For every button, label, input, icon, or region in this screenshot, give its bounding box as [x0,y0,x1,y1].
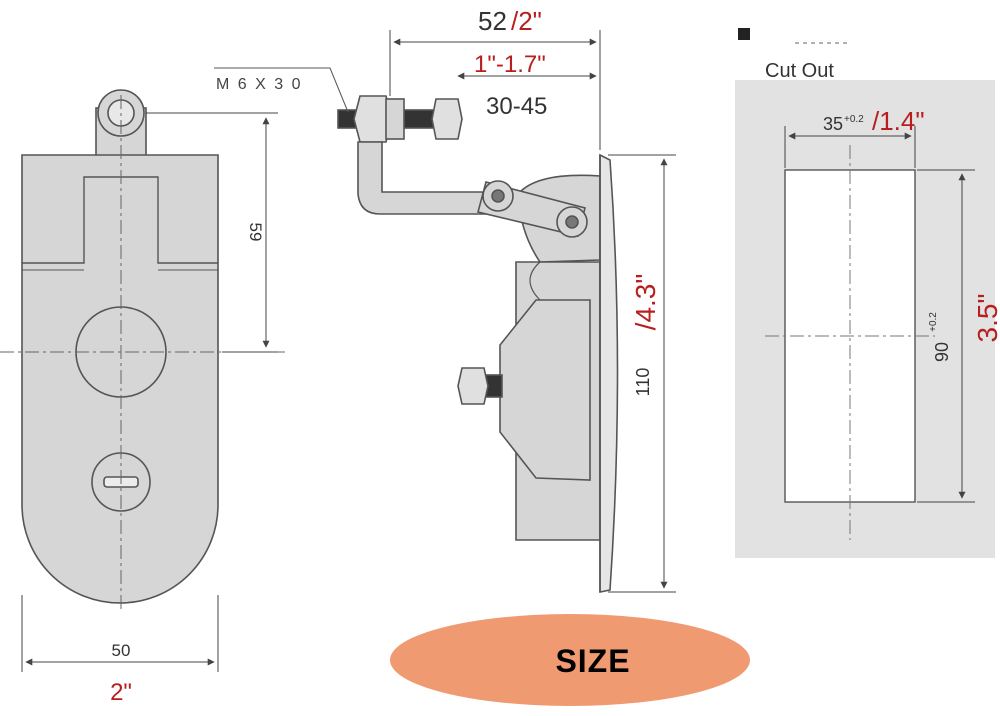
side-view [337,95,619,593]
l-bracket [357,141,501,215]
cutout-width-metric: 35 [823,114,843,134]
cutout-height-metric: 90 [932,342,952,362]
side-height-imperial: /4.3" [630,274,661,331]
bolt-size-label: M 6 X 3 0 [216,76,302,93]
side-height-metric: 110 [633,368,653,397]
cutout-width-imperial: /1.4" [872,106,925,136]
cutout-centerlines [765,145,935,540]
cutout-width-dimension [784,126,916,168]
front-width-dimension [21,595,219,672]
nut-block [385,98,405,140]
size-badge [390,614,750,706]
size-badge-label: SIZE [555,643,630,679]
pivot-lower-pin [565,215,579,229]
cutout-height-tolerance: +0.2 [928,312,939,332]
hex-nut-left [353,95,393,143]
side-depth-metric: 52 [478,6,507,36]
front-view [21,89,219,604]
cam-block [499,299,591,481]
side-adjust-metric: 30-45 [486,93,547,120]
cutout-height-imperial: 3.5" [972,294,1000,343]
side-depth-dimension [389,30,601,150]
side-height-dimension [608,154,676,593]
side-depth-imperial: /2" [511,6,542,36]
bolt-callout-leader [214,67,349,113]
front-width-metric: 50 [112,641,131,660]
cutout-title: Cut Out [765,60,834,82]
cutout-marker-square [738,28,750,40]
front-height-label: 59 [246,223,265,242]
front-height-dimension [146,112,278,353]
housing-curve [529,261,541,301]
front-width-imperial: 2" [110,679,132,706]
hex-nut-right [431,98,463,140]
cutout-height-dimension [917,169,975,503]
cutout-width-tolerance: +0.2 [844,114,864,125]
lower-bolt-head [457,367,489,405]
side-adjust-imperial: 1"-1.7" [474,51,546,78]
face-plate [599,153,619,593]
pivot-upper-pin [491,189,505,203]
